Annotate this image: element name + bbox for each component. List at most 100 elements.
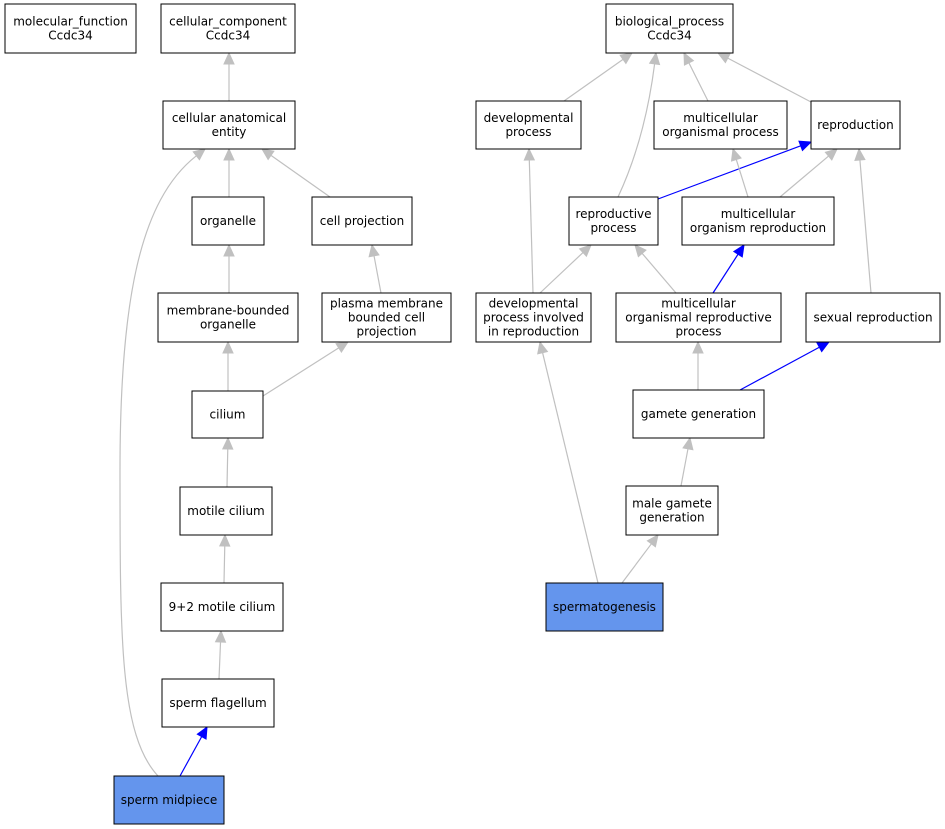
node-label: spermatogenesis [553,600,656,614]
edge-line [688,62,709,102]
edge-line [270,154,331,198]
edge-midpiece-to-flagellum [179,725,208,777]
node-motile[interactable]: motile cilium [179,486,273,536]
node-box[interactable] [810,100,901,150]
edge-repro-to-bp [716,52,812,103]
node-gamgen[interactable]: gamete generation [632,389,765,439]
node-midpiece[interactable]: sperm midpiece [113,775,225,825]
node-label: cell projection [320,214,404,228]
node-box[interactable] [160,582,284,632]
node-box[interactable] [113,775,225,825]
node-box[interactable] [615,292,782,343]
node-box[interactable] [475,100,582,150]
edge-line [226,448,229,488]
edge-line [563,58,624,102]
node-box[interactable] [321,292,452,343]
edge-pmbcp-to-cellproj [368,243,382,294]
node-box[interactable] [625,485,719,536]
node-box[interactable] [191,390,264,439]
node-label: sperm midpiece [121,793,217,807]
edge-line [617,63,656,198]
edge-arrowhead [824,148,838,161]
edge-line [179,736,203,777]
node-box[interactable] [805,292,941,343]
node-sexrep[interactable]: sexual reproduction [805,292,941,343]
edge-mor-to-repro [779,148,838,198]
node-cellproj[interactable]: cell projection [311,196,413,246]
node-label: generation [639,511,704,525]
node-box[interactable] [475,292,592,343]
edge-mbo-to-organelle [223,243,235,293]
node-ninetwo[interactable]: 9+2 motile cilium [160,582,284,632]
edge-arrowhead [223,147,235,161]
node-flagellum[interactable]: sperm flagellum [161,678,275,728]
node-box[interactable] [545,582,664,632]
edge-motile-to-cilium [221,436,234,488]
node-box[interactable] [605,3,734,54]
edge-line [657,145,801,200]
node-label: multicellular [721,207,796,221]
edge-devproc-to-bp [563,52,633,102]
node-box[interactable] [161,678,275,728]
node-label: reproduction [817,118,894,132]
edge-arrowhead [683,51,695,66]
node-label: biological_process [615,15,724,29]
node-box[interactable] [4,3,137,54]
node-label: projection [357,325,417,339]
edge-arrowhead [368,243,380,258]
edge-cilium-to-pmbcp [262,341,350,397]
edge-arrowhead [335,341,350,354]
edge-arrowhead [537,340,549,355]
node-box[interactable] [568,196,659,246]
node-label: motile cilium [187,504,265,518]
edge-malegam-to-gamgen [680,436,694,487]
edge-line [218,641,222,680]
node-box[interactable] [681,196,835,246]
edge-flagellum-to-ninetwo [214,629,227,680]
node-box[interactable] [311,196,413,246]
edge-morp-to-reproproc [634,244,677,294]
node-organelle[interactable]: organelle [191,196,265,246]
node-spermato[interactable]: spermatogenesis [545,582,664,632]
edge-cilium-to-mbo [222,340,234,391]
node-label: cilium [210,408,246,422]
node-label: process [675,325,721,339]
node-box[interactable] [191,196,265,246]
node-box[interactable] [653,100,788,150]
edge-line [680,448,689,487]
edge-line [539,252,584,294]
edge-arrowhead [692,340,704,354]
edge-line [735,159,749,198]
node-box[interactable] [160,3,296,54]
edge-line [712,253,739,294]
node-box[interactable] [162,100,296,150]
edge-arrowhead [854,147,866,161]
node-cilium[interactable]: cilium [191,390,264,439]
edge-dpir-to-reproproc [539,244,592,294]
node-box[interactable] [632,389,765,439]
edge-arrowhead [221,436,234,450]
node-label: developmental [489,297,579,311]
node-box[interactable] [157,292,299,343]
node-repro[interactable]: reproduction [810,100,901,150]
node-box[interactable] [179,486,273,536]
edge-arrowhead [648,51,661,66]
node-label: organismal process [662,125,779,139]
edge-arrowhead [816,341,831,353]
edge-arrowhead [634,244,647,258]
node-label: organism reproduction [690,221,826,235]
edge-arrowhead [192,148,206,161]
